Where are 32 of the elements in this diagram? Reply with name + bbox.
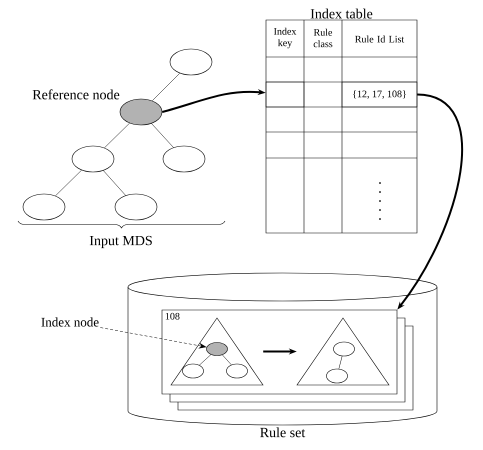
table-cell: {12, 17, 108} (342, 82, 418, 108)
connector-line (55, 170, 82, 196)
node-label: Rule set (260, 427, 306, 438)
connector-line (103, 170, 126, 196)
tree-node (170, 48, 212, 76)
table-cell (266, 82, 304, 108)
tree-node (22, 194, 66, 220)
connector-line (222, 354, 232, 366)
tree-node (72, 146, 114, 172)
shaded-node: Reference node (32, 89, 162, 126)
connector-line (151, 123, 174, 148)
node-label: 108 (166, 312, 180, 320)
brace-label: Input MDS (90, 236, 152, 248)
connector-line (199, 354, 212, 366)
column-header: Rule Id List (355, 35, 404, 43)
tree-node (226, 364, 248, 378)
tree-node (162, 146, 206, 172)
column-header: Index key (274, 28, 296, 48)
node-label: Index table (310, 8, 372, 19)
column-header: Rule class (314, 28, 332, 48)
tree-node (333, 342, 355, 356)
tree-node (114, 194, 158, 220)
connector-line (104, 122, 130, 148)
node-label: Index node (41, 317, 99, 327)
connector-line (152, 73, 180, 101)
leader-line (100, 327, 206, 348)
node-label: Reference node (32, 89, 120, 100)
tree-node (326, 368, 348, 384)
shaded-node (206, 342, 228, 356)
connector-line (338, 356, 342, 370)
tree-node (182, 364, 204, 378)
rule-card: 108 (162, 310, 414, 410)
